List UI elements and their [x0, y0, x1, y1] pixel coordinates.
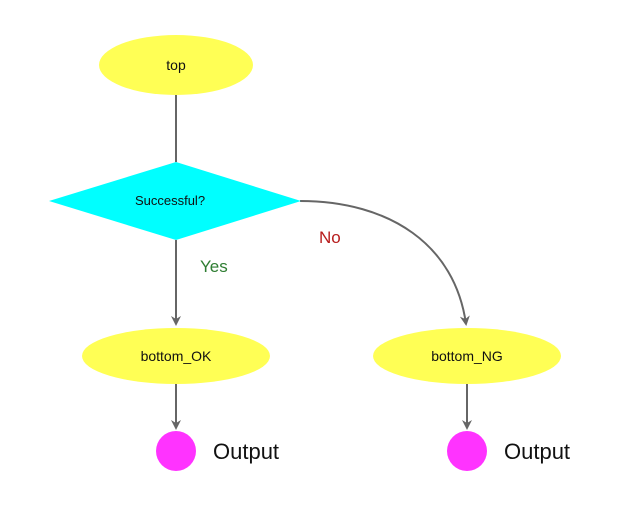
node-bottom-ok-shape: [82, 328, 270, 384]
node-decision[interactable]: Successful?: [49, 162, 301, 240]
output-ng-label: Output: [504, 439, 570, 464]
node-bottom-ng[interactable]: bottom_NG: [373, 328, 561, 384]
node-top-shape: [99, 35, 253, 95]
node-bottom-ok[interactable]: bottom_OK: [82, 328, 270, 384]
output-ng-circle: [447, 431, 487, 471]
node-top[interactable]: top: [99, 35, 253, 95]
node-bottom-ng-label: bottom_NG: [431, 348, 503, 364]
edge-no: [299, 200, 470, 326]
node-bottom-ok-label: bottom_OK: [141, 348, 212, 364]
node-decision-label: Successful?: [135, 193, 205, 208]
edge-yes-label: Yes: [200, 257, 228, 276]
node-bottom-ng-shape: [373, 328, 561, 384]
edge-no-label: No: [319, 228, 341, 247]
output-ok-circle: [156, 431, 196, 471]
output-ng[interactable]: Output: [447, 431, 570, 471]
output-ok-label: Output: [213, 439, 279, 464]
node-top-label: top: [166, 57, 186, 73]
output-ok[interactable]: Output: [156, 431, 279, 471]
decision-diamond: [49, 162, 301, 240]
